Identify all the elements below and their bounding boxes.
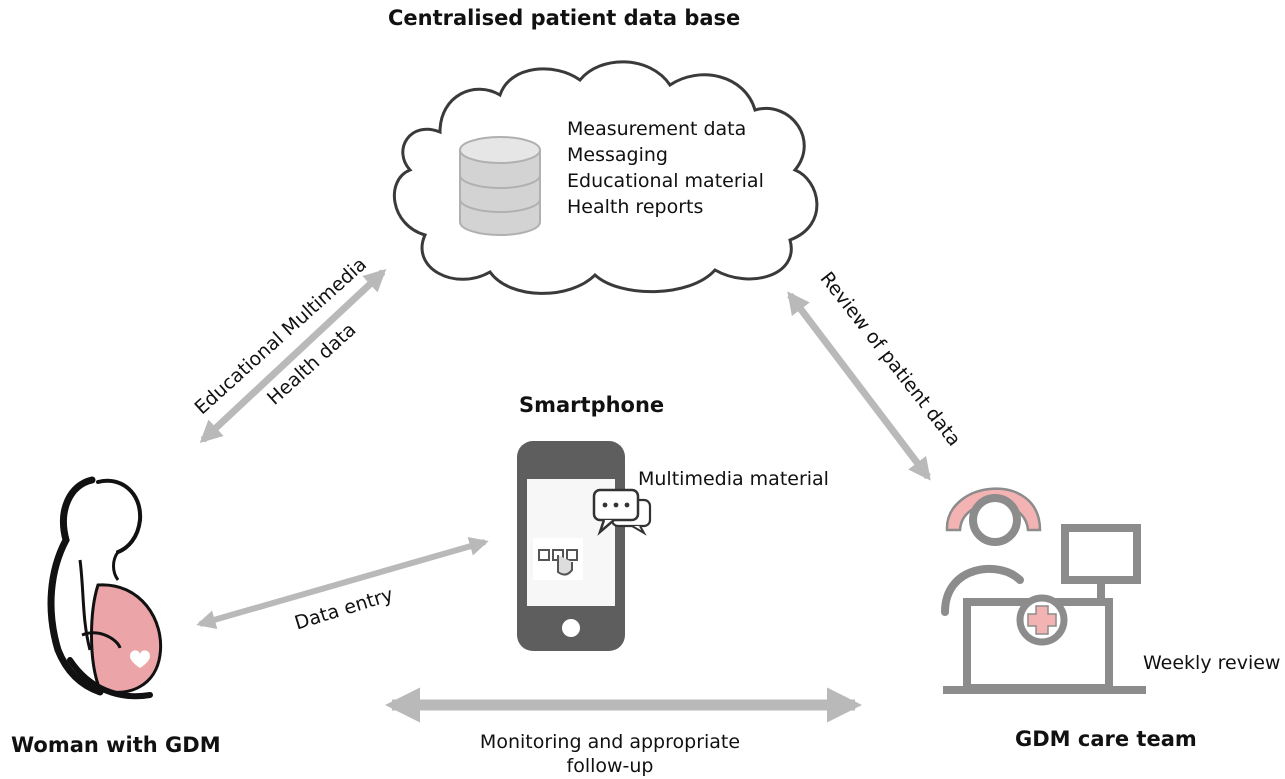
- arrow-database-careteam: [787, 291, 931, 481]
- arrow-woman-smartphone: [196, 537, 489, 629]
- chat-bubbles-icon: [592, 488, 652, 536]
- touch-icon: [533, 538, 583, 580]
- arrow-woman-database: [199, 268, 387, 444]
- db-item-measurement: Measurement data: [567, 118, 747, 140]
- db-item-messaging: Messaging: [567, 144, 668, 166]
- db-item-educational: Educational material: [567, 170, 764, 192]
- weekly-review-label: Weekly review: [1143, 652, 1281, 674]
- pregnant-woman-icon: [47, 476, 163, 700]
- database-icon: [459, 136, 541, 236]
- db-item-reports: Health reports: [567, 196, 704, 218]
- nurse-workstation-icon: [941, 487, 1146, 694]
- monitoring-label: Monitoring and appropriate: [479, 731, 741, 753]
- follow-up-label: follow-up: [566, 755, 654, 777]
- database-title: Centralised patient data base: [388, 6, 741, 30]
- woman-label: Woman with GDM: [11, 733, 221, 757]
- care-team-label: GDM care team: [1015, 727, 1197, 751]
- smartphone-title: Smartphone: [519, 393, 665, 417]
- multimedia-label: Multimedia material: [638, 468, 829, 490]
